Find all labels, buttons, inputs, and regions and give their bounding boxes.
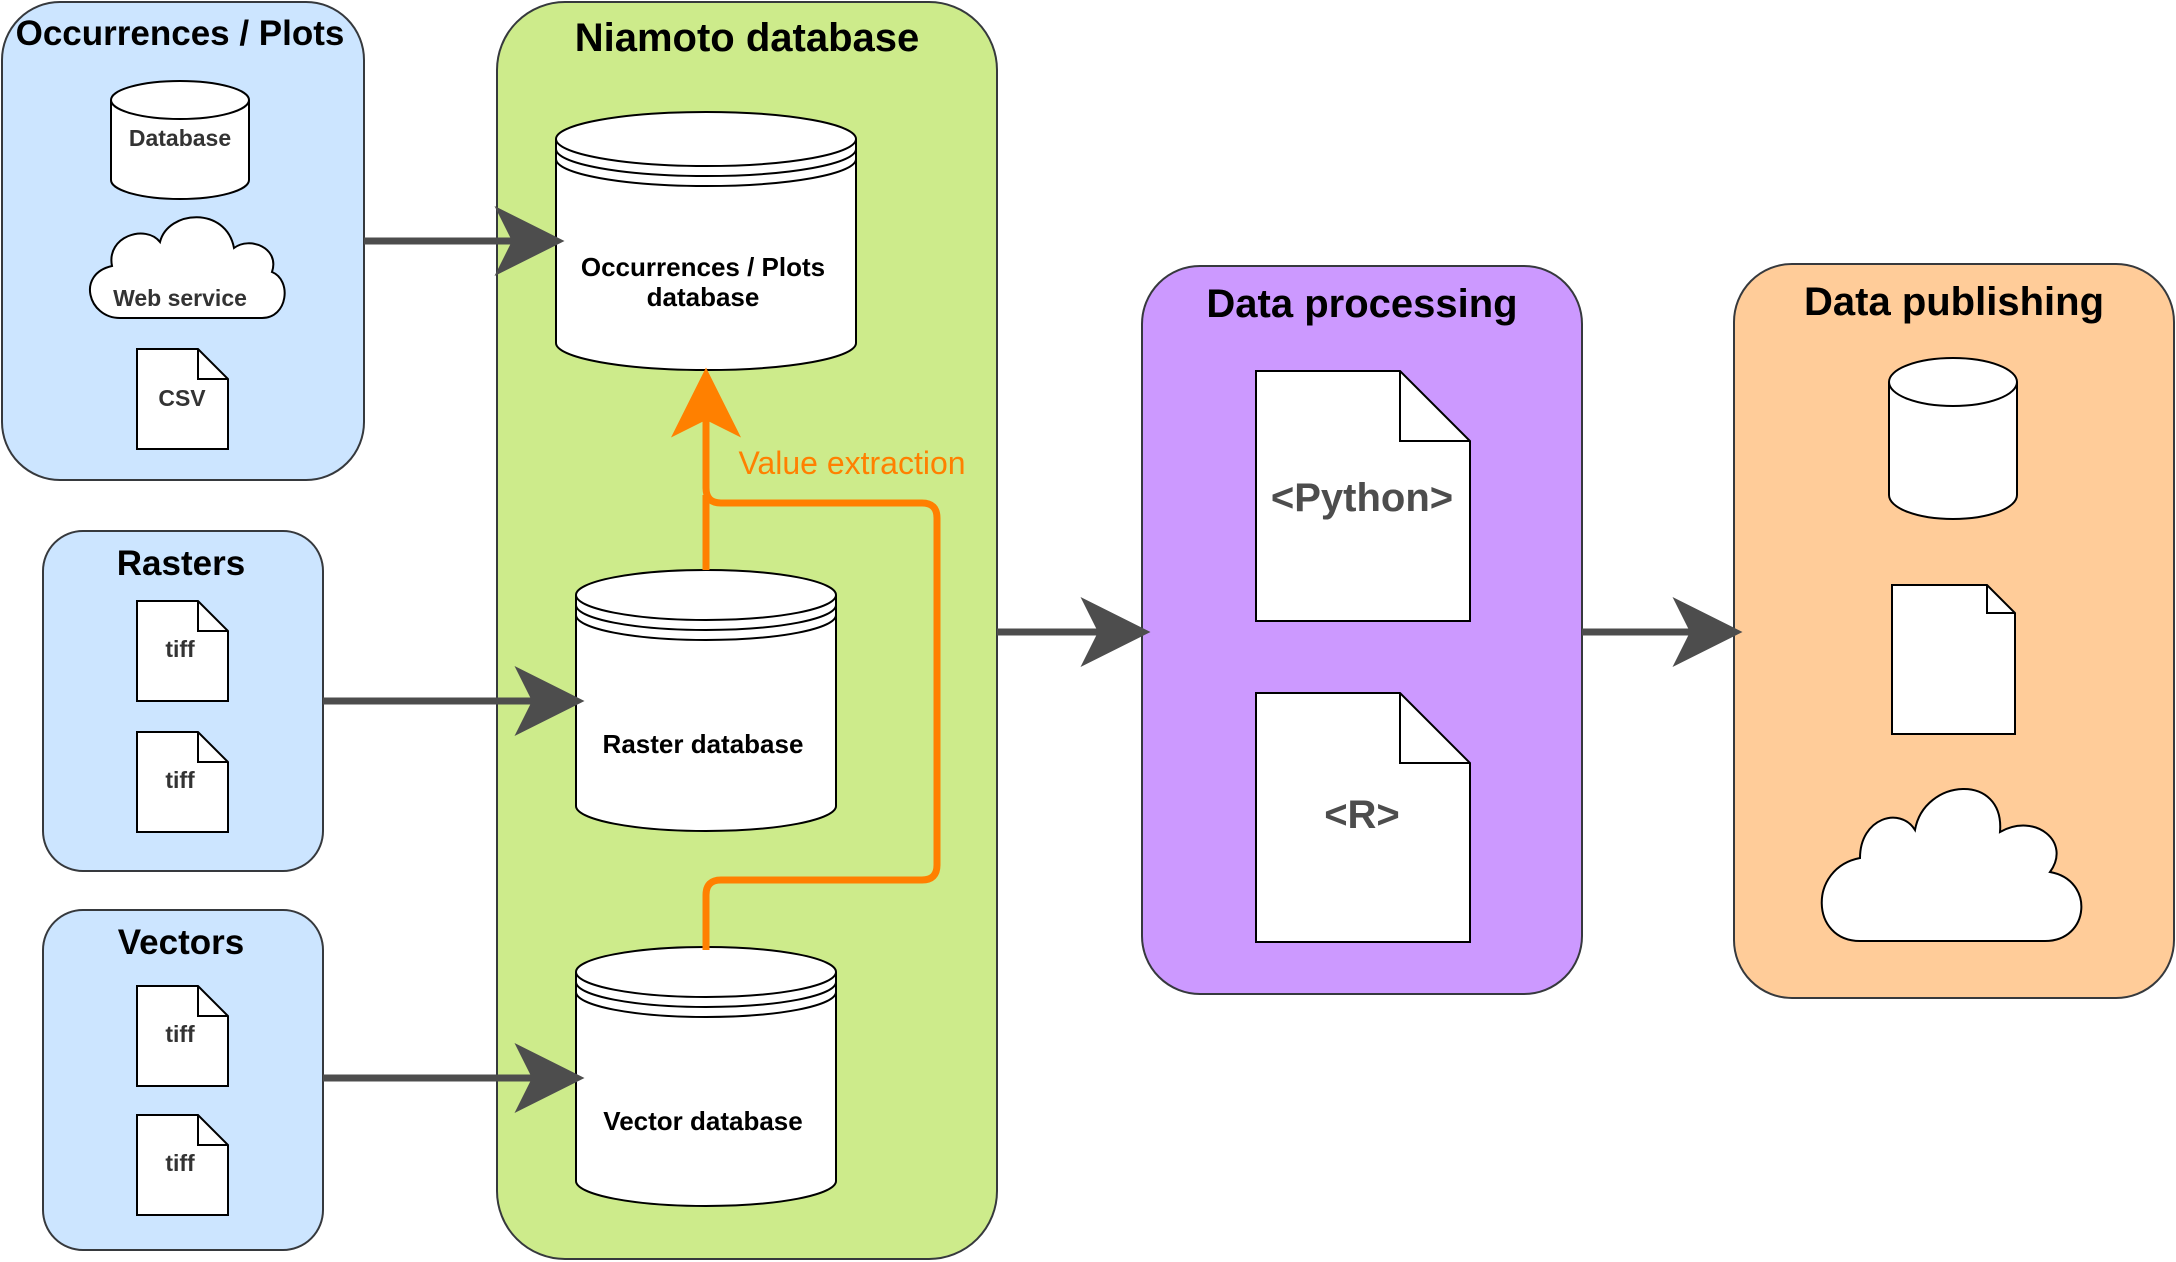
- publishing-cloud-icon: [1820, 788, 2083, 942]
- tiff-file-icon: tiff: [136, 1114, 229, 1216]
- web-service-cloud-icon: Web service: [89, 216, 286, 319]
- tiff-label: tiff: [165, 636, 195, 662]
- tiff-label: tiff: [165, 767, 195, 793]
- occurrences-plots-group: Occurrences / Plots Database Web service…: [1, 1, 365, 481]
- data-processing-group: Data processing <Python> <R>: [1141, 265, 1583, 995]
- vector-database-icon: Vector database: [575, 946, 837, 1207]
- raster-database-icon: Raster database: [575, 569, 837, 832]
- csv-file-icon: CSV: [136, 348, 229, 450]
- database-source-icon: Database: [110, 80, 250, 200]
- r-label: <R>: [1324, 793, 1400, 837]
- python-label: <Python>: [1271, 476, 1453, 520]
- occurrences-plots-database-icon: Occurrences / Plots database: [555, 111, 857, 371]
- tiff-file-icon: tiff: [136, 985, 229, 1087]
- rasters-group: Rasters tiff tiff: [42, 530, 324, 872]
- vectors-group: Vectors tiff tiff: [42, 909, 324, 1251]
- data-publishing-title: Data publishing: [1804, 280, 2104, 324]
- rasters-title: Rasters: [117, 544, 245, 583]
- vectors-title: Vectors: [118, 923, 244, 962]
- r-script-file-icon: <R>: [1255, 692, 1471, 943]
- value-extraction-arrow: [671, 367, 941, 950]
- csv-label: CSV: [158, 385, 206, 411]
- web-service-label: Web service: [113, 285, 247, 311]
- data-processing-title: Data processing: [1206, 282, 1517, 326]
- value-extraction-label: Value extraction: [738, 445, 965, 481]
- publishing-file-icon: [1891, 584, 2016, 735]
- database-source-label: Database: [129, 125, 231, 151]
- tiff-file-icon: tiff: [136, 600, 229, 702]
- data-publishing-group: Data publishing: [1733, 263, 2175, 999]
- vector-database-label: Vector database: [603, 1106, 802, 1136]
- occurrences-plots-database-label-line2: database: [647, 282, 760, 312]
- occurrences-plots-title: Occurrences / Plots: [16, 14, 345, 53]
- publishing-database-icon: [1888, 357, 2018, 520]
- niamoto-database-title: Niamoto database: [575, 16, 920, 60]
- tiff-label: tiff: [165, 1021, 195, 1047]
- raster-database-label: Raster database: [603, 729, 804, 759]
- occurrences-plots-database-label-line1: Occurrences / Plots: [581, 252, 825, 282]
- tiff-file-icon: tiff: [136, 731, 229, 833]
- python-script-file-icon: <Python>: [1255, 370, 1471, 622]
- tiff-label: tiff: [165, 1150, 195, 1176]
- niamoto-database-group: Niamoto database Occurrences / Plots dat…: [496, 1, 998, 1260]
